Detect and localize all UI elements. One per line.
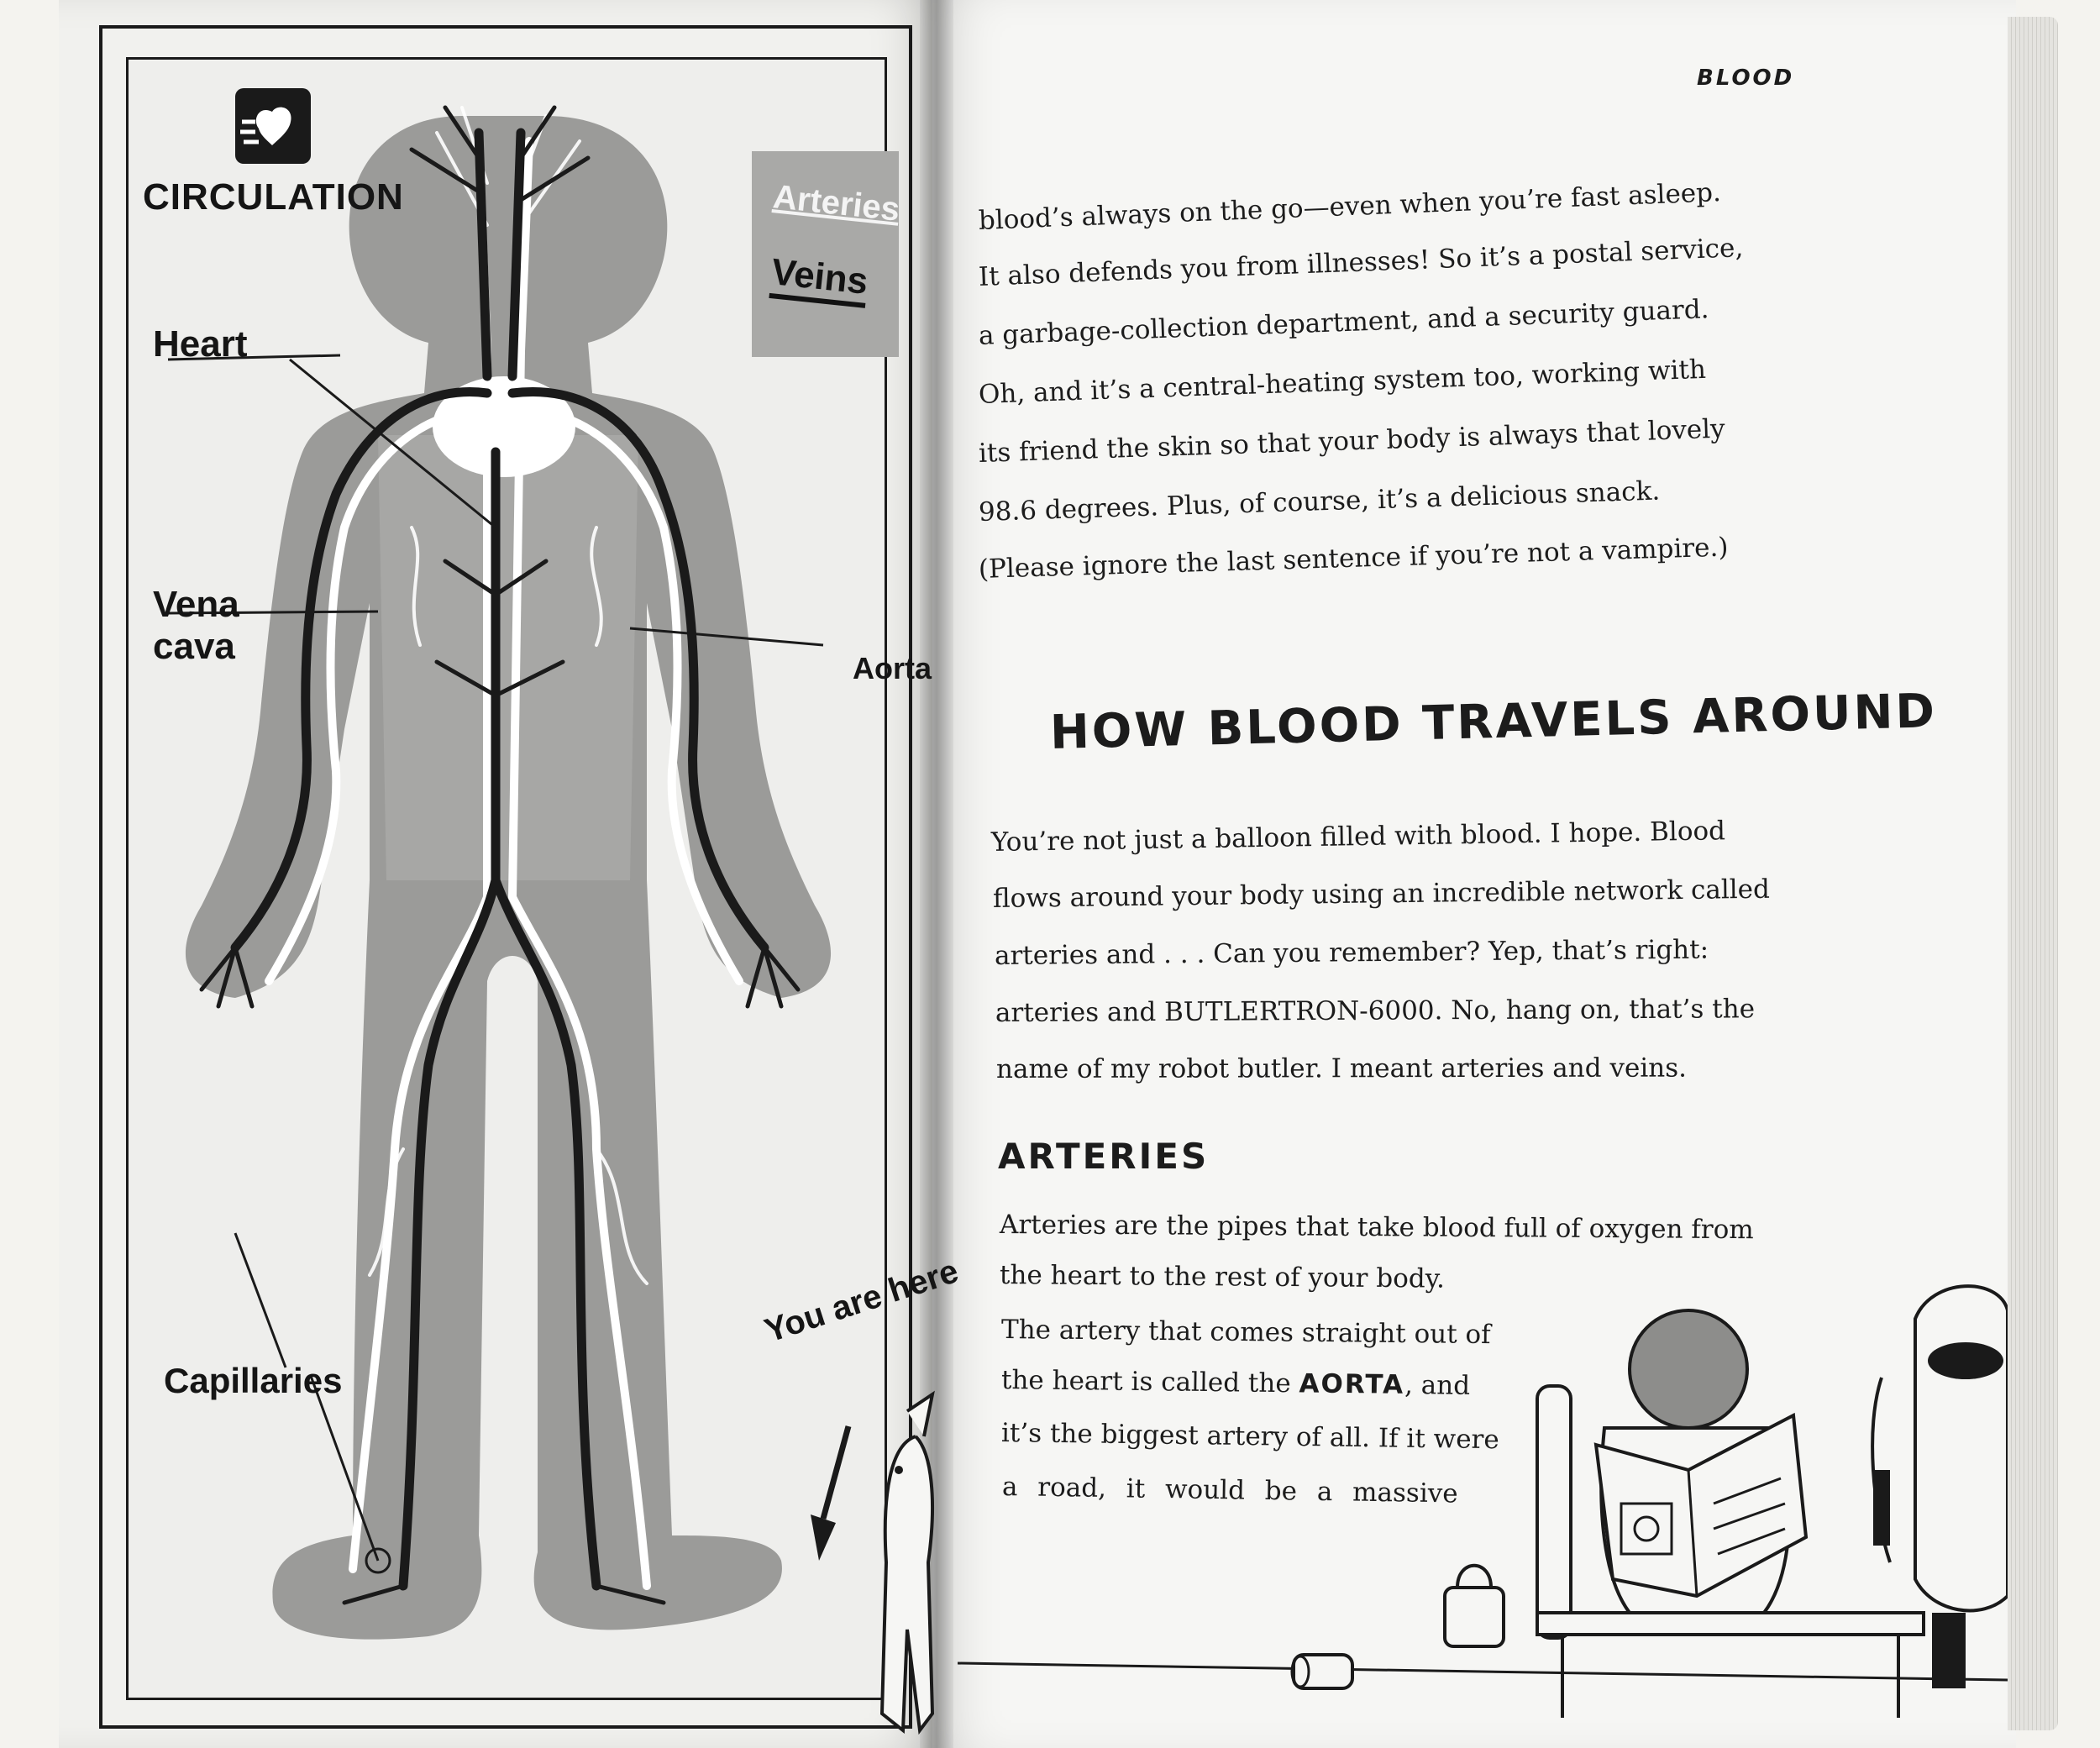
legend-box [752,151,899,357]
right-page [932,0,2016,1748]
circulation-diagram [167,105,852,1640]
label-capillaries: Capillaries [164,1361,343,1400]
section-title: CIRCULATION [143,176,404,218]
subheading-arteries: ARTERIES [998,1136,1210,1177]
label-vena-cava-2: cava [153,626,235,667]
label-vena-cava-1: Vena [153,584,239,625]
circulation-icon [235,88,311,164]
running-head: BLOOD [1697,66,1795,91]
heart-shape [433,376,575,477]
page-edges [2008,17,2058,1730]
bench-scene-illustration [958,1284,2008,1718]
label-heart: Heart [153,323,248,365]
cartoon-figure-left [879,1390,935,1735]
body-line: arteries and BUTLERTRON-6000. No, hang o… [995,994,1756,1028]
curly-hair [1628,1309,1749,1430]
label-aorta: Aorta [853,651,932,685]
arteries-line: Arteries are the pipes that take blood f… [999,1210,1754,1246]
legend-veins: Veins [769,251,870,308]
body-line: arteries and . . . Can you remember? Yep… [994,934,1709,971]
illustration-frame [99,25,912,1729]
body-line: name of my robot butler. I meant arterie… [995,1052,1687,1084]
